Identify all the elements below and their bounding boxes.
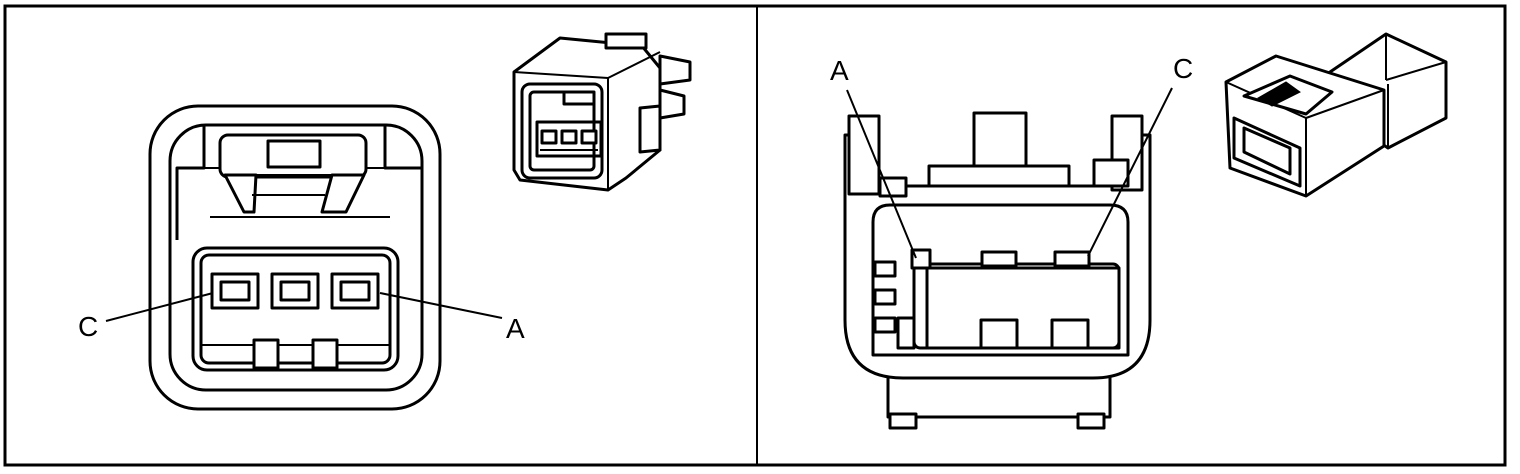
left-label-a: A xyxy=(506,313,525,344)
right-connector-iso xyxy=(1224,32,1448,198)
right-label-a: A xyxy=(830,55,849,86)
right-label-c: C xyxy=(1173,53,1193,84)
cavity-a xyxy=(330,272,380,310)
right-connector-face xyxy=(843,87,1173,430)
cavity-c xyxy=(210,272,260,310)
left-connector-face xyxy=(105,104,503,411)
left-label-c: C xyxy=(78,311,98,342)
left-connector-iso xyxy=(512,32,692,192)
cavity-b xyxy=(270,272,320,310)
